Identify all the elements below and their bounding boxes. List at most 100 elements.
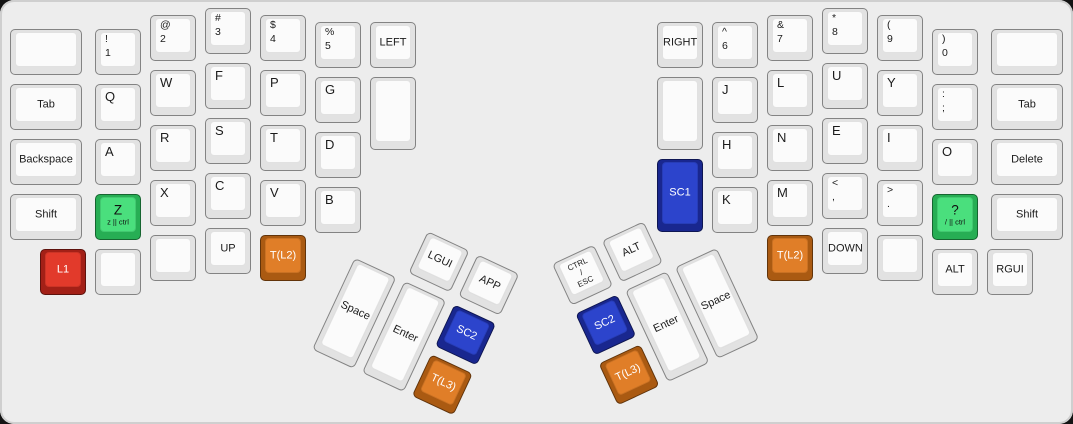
key-alt-right-label: ALT xyxy=(945,263,965,276)
key-n[interactable]: N xyxy=(767,125,813,171)
key-t-l2-right[interactable]: T(L2) xyxy=(767,235,813,281)
key-t-l3-left[interactable]: T(L3) xyxy=(411,354,473,416)
key-sc2-right-label: SC2 xyxy=(592,312,617,333)
key-h[interactable]: H xyxy=(712,132,758,178)
key-a[interactable]: A xyxy=(95,139,141,185)
key-2-label: @2 xyxy=(160,19,171,45)
key-u-cap: U xyxy=(827,66,863,101)
key-f[interactable]: F xyxy=(205,63,251,109)
key-t-l2-left[interactable]: T(L2) xyxy=(260,235,306,281)
key-t-l3-left-cap: T(L3) xyxy=(419,359,468,406)
key-2-cap: @2 xyxy=(155,18,191,53)
key-j-cap: J xyxy=(717,80,753,115)
key-9[interactable]: (9 xyxy=(877,15,923,61)
key-t[interactable]: T xyxy=(260,125,306,171)
key-shift-right-cap: Shift xyxy=(996,197,1058,232)
key-g[interactable]: G xyxy=(315,77,361,123)
key-5[interactable]: %5 xyxy=(315,22,361,68)
key-question[interactable]: ?/ || ctrl xyxy=(932,194,978,240)
key-6-label: ^6 xyxy=(722,26,728,52)
key-t-l3-right[interactable]: T(L3) xyxy=(598,344,660,406)
key-2[interactable]: @2 xyxy=(150,15,196,61)
key-x[interactable]: X xyxy=(150,180,196,226)
key-left-arrow[interactable]: LEFT xyxy=(370,22,416,68)
key-app[interactable]: APP xyxy=(458,254,520,316)
key-right-arrow[interactable]: RIGHT xyxy=(657,22,703,68)
key-blank-left-inner-tall[interactable] xyxy=(370,77,416,150)
key-y[interactable]: Y xyxy=(877,70,923,116)
key-w[interactable]: W xyxy=(150,70,196,116)
key-k[interactable]: K xyxy=(712,187,758,233)
key-alt-right[interactable]: ALT xyxy=(932,249,978,295)
key-a-cap: A xyxy=(100,142,136,177)
key-shift-left[interactable]: Shift xyxy=(10,194,82,240)
key-tab-left[interactable]: Tab xyxy=(10,84,82,130)
key-blank-left-outer-top[interactable] xyxy=(10,29,82,75)
key-rgui-cap: RGUI xyxy=(992,252,1028,287)
key-alt-right-cap: ALT xyxy=(937,252,973,287)
key-blank-left-bottom-2[interactable] xyxy=(150,235,196,281)
key-v[interactable]: V xyxy=(260,180,306,226)
key-comma[interactable]: <, xyxy=(822,173,868,219)
key-j[interactable]: J xyxy=(712,77,758,123)
key-3[interactable]: #3 xyxy=(205,8,251,54)
key-blank-right-outer-top[interactable] xyxy=(991,29,1063,75)
key-x-cap: X xyxy=(155,183,191,218)
key-c[interactable]: C xyxy=(205,173,251,219)
key-alt-thumb-cap: ALT xyxy=(607,226,656,274)
key-sc2-right[interactable]: SC2 xyxy=(575,294,637,356)
key-u[interactable]: U xyxy=(822,63,868,109)
key-o[interactable]: O xyxy=(932,139,978,185)
key-1[interactable]: !1 xyxy=(95,29,141,75)
key-shift-right[interactable]: Shift xyxy=(991,194,1063,240)
key-rgui[interactable]: RGUI xyxy=(987,249,1033,295)
key-ctrl-esc[interactable]: CTRL/ESC xyxy=(552,244,614,306)
key-q[interactable]: Q xyxy=(95,84,141,130)
key-i[interactable]: I xyxy=(877,125,923,171)
key-left-arrow-label: LEFT xyxy=(379,36,407,49)
key-l[interactable]: L xyxy=(767,70,813,116)
key-b[interactable]: B xyxy=(315,187,361,233)
key-blank-right-inner-tall[interactable] xyxy=(657,77,703,150)
key-v-cap: V xyxy=(265,183,301,218)
key-e[interactable]: E xyxy=(822,118,868,164)
key-8[interactable]: *8 xyxy=(822,8,868,54)
key-sc2-left[interactable]: SC2 xyxy=(435,304,497,366)
key-7-cap: &7 xyxy=(772,18,808,53)
key-up[interactable]: UP xyxy=(205,228,251,274)
key-l1[interactable]: L1 xyxy=(40,249,86,295)
key-semicolon[interactable]: :; xyxy=(932,84,978,130)
key-d[interactable]: D xyxy=(315,132,361,178)
key-9-label: (9 xyxy=(887,19,893,45)
key-down-label: DOWN xyxy=(828,242,863,255)
key-7[interactable]: &7 xyxy=(767,15,813,61)
key-m[interactable]: M xyxy=(767,180,813,226)
key-6[interactable]: ^6 xyxy=(712,22,758,68)
key-blank-left-bottom-1[interactable] xyxy=(95,249,141,295)
key-period-cap: >. xyxy=(882,183,918,218)
key-i-label: I xyxy=(887,130,891,145)
key-0[interactable]: )0 xyxy=(932,29,978,75)
key-alt-thumb[interactable]: ALT xyxy=(601,221,663,283)
key-tab-right[interactable]: Tab xyxy=(991,84,1063,130)
key-delete[interactable]: Delete xyxy=(991,139,1063,185)
key-n-cap: N xyxy=(772,128,808,163)
key-e-cap: E xyxy=(827,121,863,156)
key-r[interactable]: R xyxy=(150,125,196,171)
key-s[interactable]: S xyxy=(205,118,251,164)
key-s-label: S xyxy=(215,123,224,138)
key-p[interactable]: P xyxy=(260,70,306,116)
key-down[interactable]: DOWN xyxy=(822,228,868,274)
key-period[interactable]: >. xyxy=(877,180,923,226)
key-t-l3-right-label: T(L3) xyxy=(613,361,643,384)
key-shift-left-cap: Shift xyxy=(15,197,77,232)
key-k-label: K xyxy=(722,192,731,207)
key-backspace[interactable]: Backspace xyxy=(10,139,82,185)
key-4[interactable]: $4 xyxy=(260,15,306,61)
key-m-cap: M xyxy=(772,183,808,218)
key-lgui[interactable]: LGUI xyxy=(408,231,470,293)
key-sc1[interactable]: SC1 xyxy=(657,159,703,232)
key-blank-right-bottom[interactable] xyxy=(877,235,923,281)
